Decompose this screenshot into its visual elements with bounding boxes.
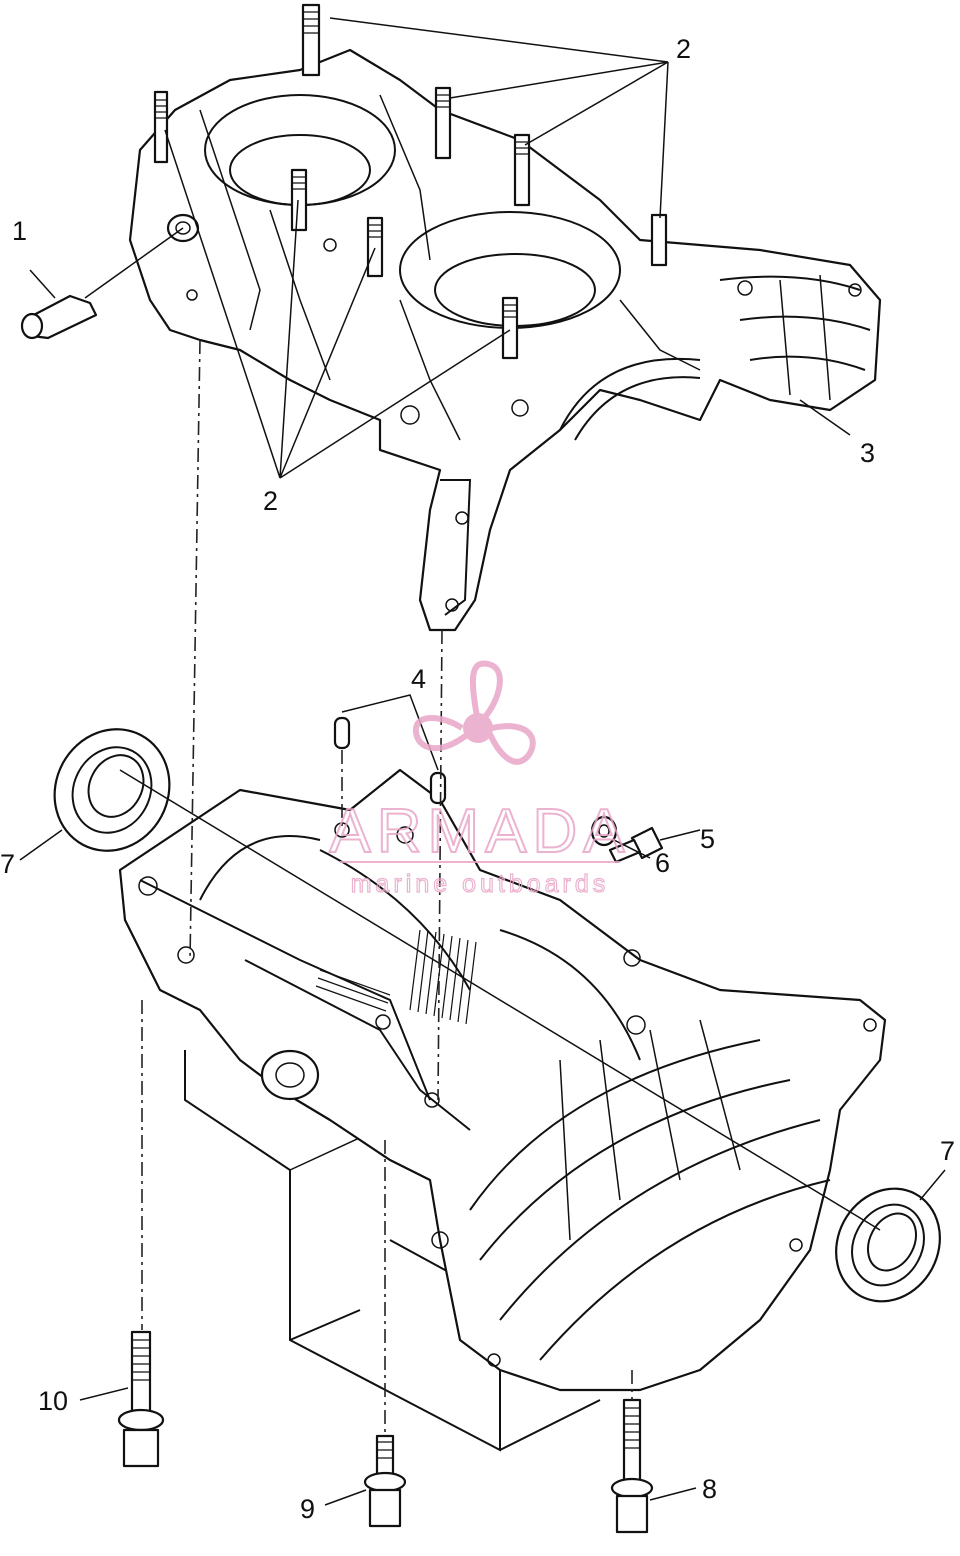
callout-2-top-leaders xyxy=(329,17,669,219)
upper-crankcase xyxy=(128,3,882,632)
screw-5 xyxy=(608,826,701,864)
callout-6: 6 xyxy=(655,848,670,878)
callout-2-bottom-leaders xyxy=(164,129,511,479)
callout-1: 1 xyxy=(12,216,27,246)
callout-7-left: 7 xyxy=(0,849,15,879)
oil-seal-right xyxy=(835,1187,941,1303)
washer-6 xyxy=(590,815,651,859)
oil-seal-left xyxy=(53,728,171,852)
dowel-pins xyxy=(333,694,447,805)
callout-7-left-leader xyxy=(19,829,63,861)
callout-7-right: 7 xyxy=(940,1136,955,1166)
callout-labels: 1 2 2 3 4 5 6 7 7 8 9 10 xyxy=(0,34,955,1524)
lower-crankcase xyxy=(118,768,887,1452)
armada-watermark: ARMADA marine outboards xyxy=(328,660,630,899)
callout-7-right-leader xyxy=(919,1169,946,1201)
callout-3: 3 xyxy=(860,438,875,468)
crankcase-studs xyxy=(153,3,668,360)
callout-10: 10 xyxy=(38,1386,68,1416)
bolt-8 xyxy=(610,1398,697,1534)
callout-5: 5 xyxy=(700,824,715,854)
propeller-icon xyxy=(413,660,536,765)
propeller-logo xyxy=(413,660,536,765)
callout-3-leader xyxy=(799,399,851,436)
assembly-lines xyxy=(141,339,633,1435)
callout-4: 4 xyxy=(411,664,426,694)
watermark-subtitle: marine outboards xyxy=(351,870,610,898)
watermark-title: ARMADA xyxy=(329,797,630,866)
bolt-10 xyxy=(79,1330,165,1468)
callout-8: 8 xyxy=(702,1474,717,1504)
bolt-9 xyxy=(324,1434,407,1528)
callout-9: 9 xyxy=(300,1494,315,1524)
callout-2-bottom: 2 xyxy=(263,486,278,516)
bolt-1 xyxy=(20,227,184,340)
crankshaft-axis-line xyxy=(119,769,881,1231)
callout-2-top: 2 xyxy=(676,34,691,64)
